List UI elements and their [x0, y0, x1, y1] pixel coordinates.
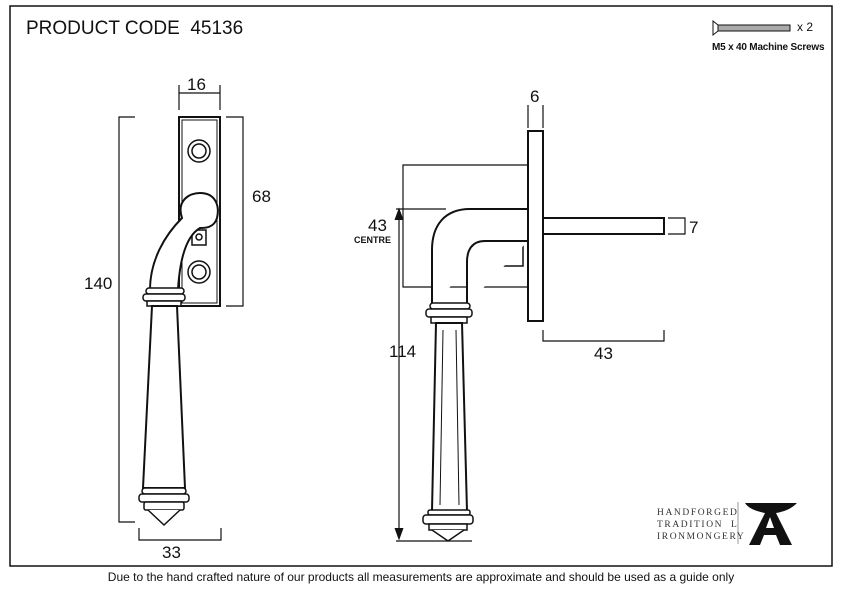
screw-quantity: x 2 [797, 20, 814, 34]
drawing-border [9, 5, 833, 567]
product-code-title: PRODUCT CODE 45136 [26, 18, 244, 39]
anvil-logo-icon [745, 503, 797, 545]
product-code: 45136 [190, 18, 244, 39]
dim-spindle-length: 43 [594, 344, 613, 363]
dim-plate-height: 68 [252, 187, 271, 206]
screw-label: M5 x 40 Machine Screws [712, 42, 825, 53]
dim-plate-thickness: 6 [530, 87, 540, 106]
dim-drop: 114 [389, 342, 417, 361]
side-view [394, 105, 686, 542]
dim-total-height: 140 [84, 274, 113, 293]
brand-line-1: HANDFORGED [657, 508, 739, 518]
brand-line-2: TRADITION L [657, 520, 739, 530]
dim-width-bottom: 33 [162, 543, 181, 562]
dim-centre: 43 [368, 216, 387, 235]
front-view [118, 85, 244, 541]
dim-spindle: 7 [689, 218, 699, 237]
footer-disclaimer: Due to the hand crafted nature of our pr… [107, 570, 735, 584]
screw-icon [712, 19, 791, 37]
brand-line-3: IRONMONGERY [657, 532, 746, 542]
brand-text: HANDFORGED TRADITION L IRONMONGERY [657, 507, 745, 543]
dim-width-top: 16 [187, 75, 206, 94]
centre-label: CENTRE [354, 235, 392, 245]
